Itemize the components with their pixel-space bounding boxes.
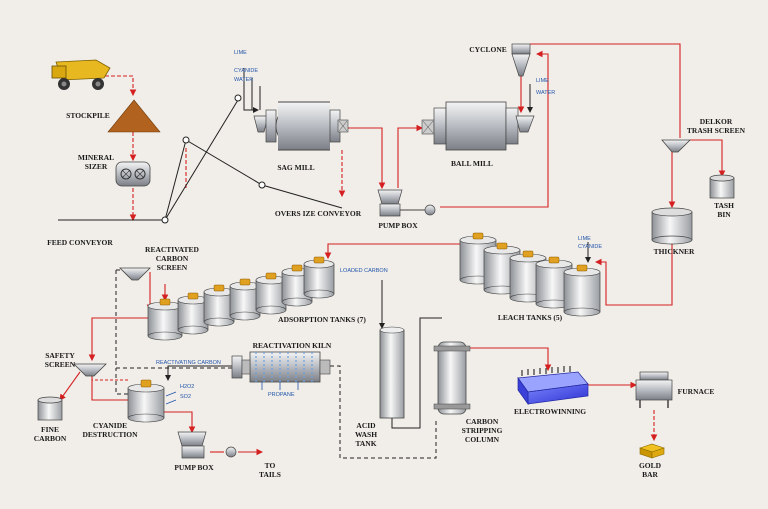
label-lime: LIME xyxy=(536,78,549,84)
label-delkor: DELKOR xyxy=(700,117,733,126)
label-to-tails: TO xyxy=(265,461,276,470)
stockpile-icon xyxy=(107,99,161,133)
safety-screen-icon xyxy=(73,363,107,377)
label-acid-wash: ACID xyxy=(356,421,376,430)
label-mineral-sizer: MINERAL xyxy=(78,153,114,162)
label-ball-mill: BALL MILL xyxy=(451,159,493,168)
cyclone-icon xyxy=(511,43,531,77)
label-cyanide-destruction: CYANIDE xyxy=(93,421,127,430)
label-electrowinning: ELECTROWINNING xyxy=(514,407,586,416)
label-trash-bin: BIN xyxy=(717,210,731,219)
label-stockpile: STOCKPILE xyxy=(66,111,110,120)
label-stripping-column: STRIPPING xyxy=(462,426,503,435)
label-lime: LIME xyxy=(234,50,247,56)
label-trash-bin: TASH xyxy=(714,201,734,210)
label-mineral-sizer: SIZER xyxy=(85,162,108,171)
label-gold-bar: BAR xyxy=(642,470,658,479)
cyanide-destruction-tank-icon xyxy=(127,379,165,423)
label-water: WATER xyxy=(234,77,253,83)
label-cyanide-destruction: DESTRUCTION xyxy=(82,430,138,439)
acid-wash-tank-icon xyxy=(379,326,405,419)
label-reactivation-kiln: REACTIVATION KILN xyxy=(253,341,332,350)
gold-bar-icon xyxy=(639,443,665,459)
adsorption-tanks-group xyxy=(147,256,335,341)
adsorption-tank xyxy=(303,256,335,299)
adsorption-tank xyxy=(229,278,261,321)
pulley-icon xyxy=(182,136,190,144)
label-fine-carbon: CARBON xyxy=(34,434,67,443)
process-flow-lines xyxy=(59,43,726,456)
leach-tanks-group xyxy=(459,232,601,317)
adsorption-tank xyxy=(147,298,183,341)
trash-screen-icon xyxy=(661,139,691,153)
label-reactivated-screen: CARBON xyxy=(156,254,189,263)
label-reactivated-screen: SCREEN xyxy=(157,263,188,272)
stripping-column-icon xyxy=(433,341,471,415)
trash-bin-icon xyxy=(709,174,735,199)
reagent-arrows xyxy=(165,391,177,405)
sag-mill-icon xyxy=(253,101,349,151)
label-reactivating-carbon: REACTIVATING CARBON xyxy=(156,360,221,366)
carbon-transfer-lines xyxy=(115,269,437,459)
label-oversize-conveyor: OVERS IZE CONVEYOR xyxy=(275,209,362,218)
label-furnace: FURNACE xyxy=(678,387,715,396)
adsorption-tank xyxy=(255,272,287,315)
ball-mill-icon xyxy=(421,101,535,151)
label-lime: LIME xyxy=(578,236,591,242)
pump-box-icon xyxy=(377,189,436,217)
label-acid-wash: WASH xyxy=(355,430,377,439)
label-acid-wash: TANK xyxy=(355,439,376,448)
label-safety-screen: SAFETY xyxy=(45,351,75,360)
reactivation-kiln-icon xyxy=(231,351,331,390)
electrowinning-cell-icon xyxy=(517,366,589,406)
adsorption-tank xyxy=(203,284,235,327)
label-stripping-column: CARBON xyxy=(466,417,499,426)
label-stripping-column: COLUMN xyxy=(465,435,500,444)
label-safety-screen: SCREEN xyxy=(45,360,76,369)
label-sag-mill: SAG MILL xyxy=(277,163,314,172)
label-to-tails: TAILS xyxy=(259,470,281,479)
leach-tank xyxy=(563,264,601,317)
label-thickner: THICKNER xyxy=(654,247,695,256)
fine-carbon-bin-icon xyxy=(37,396,63,421)
label-fine-carbon: FINE xyxy=(41,425,59,434)
mineral-sizer-icon xyxy=(115,161,151,187)
haul-truck-icon xyxy=(51,59,111,90)
label-cyanide: CYANIDE xyxy=(234,68,258,74)
pulley-icon xyxy=(234,94,242,102)
pulley-icon xyxy=(258,181,266,189)
label-h2o2: H2O2 xyxy=(180,384,194,390)
label-gold-bar: GOLD xyxy=(639,461,662,470)
label-adsorption-tanks: ADSORPTION TANKS (7) xyxy=(278,315,366,324)
label-cyclone: CYCLONE xyxy=(469,45,507,54)
carbon-screen-icon xyxy=(119,267,151,281)
label-feed-conveyor: FEED CONVEYOR xyxy=(47,238,113,247)
thickener-icon xyxy=(651,207,693,245)
label-loaded-carbon: LOADED CARBON xyxy=(340,268,388,274)
pump-box-icon xyxy=(177,431,237,459)
adsorption-tank xyxy=(177,292,209,335)
label-propane: PROPANE xyxy=(268,392,295,398)
label-water: WATER xyxy=(536,90,555,96)
label-cyanide: CYANIDE xyxy=(578,244,602,250)
label-pump-box-bottom: PUMP BOX xyxy=(174,463,214,472)
label-delkor: TRASH SCREEN xyxy=(687,126,746,135)
label-reactivated-screen: REACTIVATED xyxy=(145,245,199,254)
leach-tank xyxy=(459,232,497,285)
label-leach-tanks: LEACH TANKS (5) xyxy=(498,313,563,322)
label-pump-box: PUMP BOX xyxy=(378,221,418,230)
pulley-icon xyxy=(161,216,169,224)
furnace-icon xyxy=(635,371,673,408)
adsorption-tank xyxy=(281,264,313,307)
label-so2: SO2 xyxy=(180,394,191,400)
